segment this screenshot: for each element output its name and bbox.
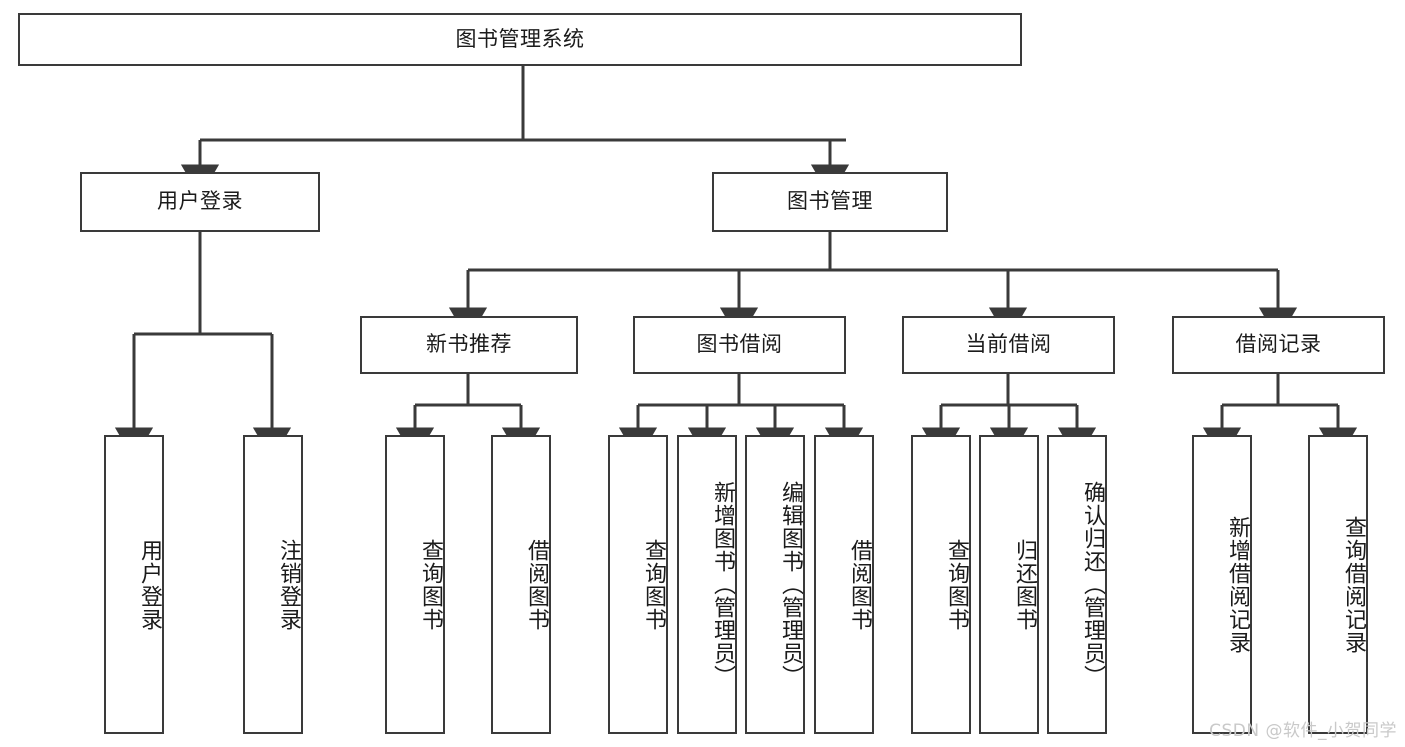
node-borrow-record[interactable]: 借阅记录 <box>1172 316 1385 374</box>
node-book-borrow[interactable]: 图书借阅 <box>633 316 846 374</box>
csdn-watermark: CSDN @软件_小贺同学 <box>1209 721 1397 741</box>
leaf-current-borrow-return-book[interactable]: 归还图书 <box>979 435 1039 734</box>
node-user-login[interactable]: 用户登录 <box>80 172 320 232</box>
leaf-current-borrow-query-book[interactable]: 查询图书 <box>911 435 971 734</box>
node-label: 编辑图书（管理员） <box>778 481 803 688</box>
node-label: 用户登录 <box>157 189 243 214</box>
leaf-new-book-query-book[interactable]: 查询图书 <box>385 435 445 734</box>
leaf-user-login-login[interactable]: 用户登录 <box>104 435 164 734</box>
node-label: 图书借阅 <box>696 332 783 357</box>
node-label: 新增图书（管理员） <box>710 481 735 688</box>
node-label: 新书推荐 <box>426 332 512 357</box>
node-label: 查询借阅记录 <box>1341 515 1366 654</box>
leaf-user-login-logout[interactable]: 注销登录 <box>243 435 303 734</box>
node-label: 借阅图书 <box>524 538 549 631</box>
node-label: 当前借阅 <box>965 332 1052 357</box>
node-label: 归还图书 <box>1012 538 1037 631</box>
node-label: 用户登录 <box>137 538 162 631</box>
node-label: 新增借阅记录 <box>1225 515 1250 654</box>
node-label: 注销登录 <box>276 538 301 631</box>
leaf-current-borrow-confirm-return-admin[interactable]: 确认归还（管理员） <box>1047 435 1107 734</box>
node-label: 确认归还（管理员） <box>1080 481 1105 688</box>
node-label: 借阅图书 <box>847 538 872 631</box>
node-label: 查询图书 <box>641 538 666 631</box>
node-label: 借阅记录 <box>1235 332 1322 357</box>
leaf-book-borrow-borrow-book[interactable]: 借阅图书 <box>814 435 874 734</box>
leaf-borrow-record-add-record[interactable]: 新增借阅记录 <box>1192 435 1252 734</box>
node-label: 查询图书 <box>418 538 443 631</box>
leaf-book-borrow-edit-book-admin[interactable]: 编辑图书（管理员） <box>745 435 805 734</box>
node-book-management[interactable]: 图书管理 <box>712 172 948 232</box>
node-root-book-management-system[interactable]: 图书管理系统 <box>18 13 1022 66</box>
node-current-borrow[interactable]: 当前借阅 <box>902 316 1115 374</box>
node-new-book-recommend[interactable]: 新书推荐 <box>360 316 578 374</box>
leaf-book-borrow-add-book-admin[interactable]: 新增图书（管理员） <box>677 435 737 734</box>
leaf-new-book-borrow-book[interactable]: 借阅图书 <box>491 435 551 734</box>
leaf-borrow-record-query-record[interactable]: 查询借阅记录 <box>1308 435 1368 734</box>
node-label: 查询图书 <box>944 538 969 631</box>
leaf-book-borrow-query-book[interactable]: 查询图书 <box>608 435 668 734</box>
node-label: 图书管理 <box>787 189 873 214</box>
node-label: 图书管理系统 <box>455 26 585 51</box>
